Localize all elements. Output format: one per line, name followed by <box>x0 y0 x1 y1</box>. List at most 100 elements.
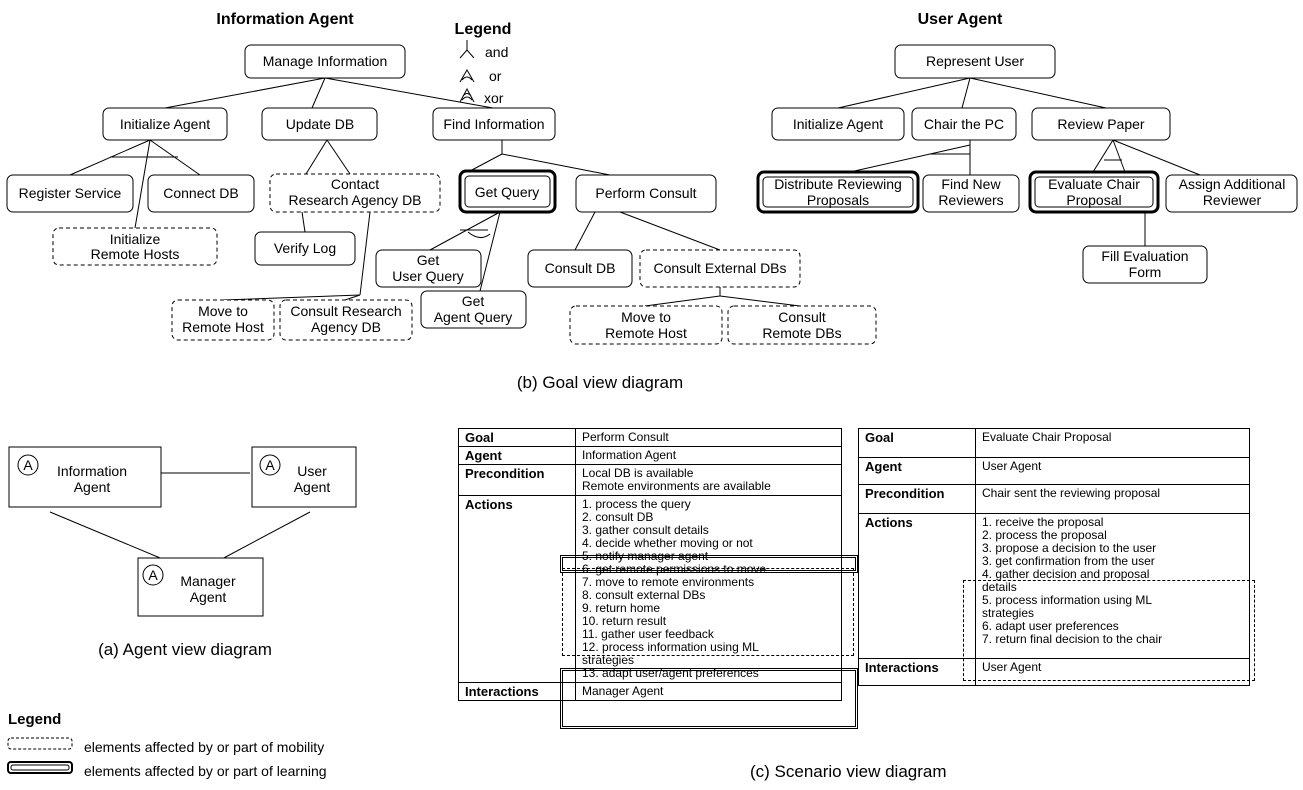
node-contact-l2: Research Agency DB <box>288 192 421 208</box>
sc2-action: 2. process the proposal <box>982 528 1107 542</box>
sc2-pre: Chair sent the reviewing proposal <box>975 484 1250 514</box>
sc2-pre-label: Precondition <box>858 484 976 514</box>
agent-manager-l1: Manager <box>180 573 236 589</box>
node-find-new-l2: Reviewers <box>938 192 1003 208</box>
node-consult-remote-l1: Consult <box>778 309 826 325</box>
sc1-learning-highlight-top <box>560 555 858 573</box>
node-review-paper: Review Paper <box>1057 116 1144 132</box>
node-consult-remote-l2: Remote DBs <box>762 325 841 341</box>
sc2-action: 4. gather decision and proposal <box>982 567 1150 581</box>
sc1-goal-label: Goal <box>458 428 576 447</box>
node-register-service: Register Service <box>19 185 122 201</box>
node-chair-pc: Chair the PC <box>924 116 1004 132</box>
sc1-action: 12. process information using ML <box>582 640 759 654</box>
sc1-pre-l2: Remote environments are available <box>582 479 771 493</box>
node-fill-l1: Fill Evaluation <box>1101 248 1188 264</box>
goal-legend-title: Legend <box>455 21 512 38</box>
node-initialize-remote-l1: Initialize <box>110 231 161 247</box>
sc2-action: 7. return final decision to the chair <box>982 632 1163 646</box>
sc2-goal-label: Goal <box>858 428 976 458</box>
sc2-inter-label: Interactions <box>858 658 976 686</box>
node-contact-l1: Contact <box>331 176 379 192</box>
badge-user: A <box>265 457 275 473</box>
sc2-actions: 1. receive the proposal 2. process the p… <box>975 513 1250 659</box>
node-verify-log: Verify Log <box>274 240 336 256</box>
sc1-pre-label: Precondition <box>458 464 576 496</box>
node-distribute-l2: Proposals <box>807 192 869 208</box>
sc2-action: 3. get confirmation from the user <box>982 554 1155 568</box>
sc1-actions: 1. process the query 2. consult DB 3. ga… <box>575 495 842 683</box>
sc2-mobility-highlight <box>963 580 1255 681</box>
node-consult-external: Consult External DBs <box>653 260 786 276</box>
info-agent-title: Information Agent <box>216 11 354 28</box>
sc1-action: 9. return home <box>582 601 661 615</box>
sc1-action: 1. process the query <box>582 497 691 511</box>
bottom-legend-title: Legend <box>8 711 62 728</box>
sc1-action: 4. decide whether moving or not <box>582 536 753 550</box>
node-manage-information: Manage Information <box>263 53 388 69</box>
node-move1-l2: Remote Host <box>182 319 264 335</box>
sc2-inter: User Agent <box>975 658 1250 686</box>
node-initialize-remote-l2: Remote Hosts <box>91 246 180 262</box>
sc1-agent-label: Agent <box>458 446 576 465</box>
node-get-agent-query-l1: Get <box>462 293 485 309</box>
sc2-agent-label: Agent <box>858 457 976 485</box>
node-get-user-query-l1: Get <box>417 252 440 268</box>
sc1-pre: Local DB is available Remote environment… <box>575 464 842 496</box>
node-connect-db: Connect DB <box>163 185 238 201</box>
node-assign-l2: Reviewer <box>1203 192 1262 208</box>
legend-and: and <box>485 44 508 60</box>
legend-xor: xor <box>484 90 504 106</box>
sc2-action: 3. propose a decision to the user <box>982 541 1157 555</box>
node-user-initialize-agent: Initialize Agent <box>793 116 883 132</box>
node-find-new-l1: Find New <box>941 176 1001 192</box>
goal-view-caption: (b) Goal view diagram <box>517 373 683 392</box>
sc2-actions-label: Actions <box>858 513 976 659</box>
node-represent-user: Represent User <box>926 53 1024 69</box>
agent-view-caption: (a) Agent view diagram <box>98 640 272 659</box>
sc2-action: details <box>982 580 1017 594</box>
badge-manager: A <box>148 567 158 583</box>
sc1-action: 11. gather user feedback <box>582 627 714 641</box>
sc1-action: 10. return result <box>582 614 667 628</box>
legend-mobility-text: elements affected by or part of mobility <box>84 739 325 755</box>
node-get-user-query-l2: User Query <box>392 268 464 284</box>
sc1-actions-label: Actions <box>458 495 576 683</box>
node-get-agent-query-l2: Agent Query <box>434 309 513 325</box>
sc2-action: 6. adapt user preferences <box>982 619 1119 633</box>
sc1-action: 2. consult DB <box>582 510 654 524</box>
node-fill-l2: Form <box>1129 264 1162 280</box>
node-get-query: Get Query <box>475 184 540 200</box>
scenario-view-caption: (c) Scenario view diagram <box>750 762 947 781</box>
sc1-mobility-highlight <box>562 568 854 656</box>
node-find-information: Find Information <box>443 116 544 132</box>
node-evaluate-l1: Evaluate Chair <box>1048 176 1140 192</box>
sc1-inter: Manager Agent <box>575 682 842 701</box>
sc1-learning-highlight-bottom <box>560 668 858 729</box>
goal-view-diagram: Information Agent User Agent Legend and … <box>6 11 1298 392</box>
agent-manager-l2: Agent <box>190 589 227 605</box>
node-assign-l1: Assign Additional <box>1179 176 1286 192</box>
node-consult-research-l1: Consult Research <box>290 303 401 319</box>
node-move2-l1: Move to <box>621 309 671 325</box>
agent-info-l1: Information <box>57 463 127 479</box>
agent-view-diagram: A A A Information Agent User Agent Manag… <box>8 446 357 659</box>
sc2-action: 1. receive the proposal <box>982 515 1104 529</box>
sc1-inter-label: Interactions <box>458 682 576 701</box>
node-consult-research-l2: Agency DB <box>311 319 381 335</box>
sc1-action: 8. consult external DBs <box>582 588 706 602</box>
legend-learning-text: elements affected by or part of learning <box>84 763 327 779</box>
agent-user-l2: Agent <box>294 479 331 495</box>
sc1-agent: Information Agent <box>575 446 842 465</box>
sc2-goal: Evaluate Chair Proposal <box>975 428 1250 458</box>
sc1-goal: Perform Consult <box>575 428 842 447</box>
node-consult-db: Consult DB <box>545 260 616 276</box>
node-move1-l1: Move to <box>198 303 248 319</box>
badge-info: A <box>23 457 33 473</box>
sc2-action: 5. process information using ML <box>982 593 1153 607</box>
node-evaluate-l2: Proposal <box>1066 192 1121 208</box>
sc1-action: strategies <box>582 653 635 667</box>
sc1-action: 3. gather consult details <box>582 523 709 537</box>
